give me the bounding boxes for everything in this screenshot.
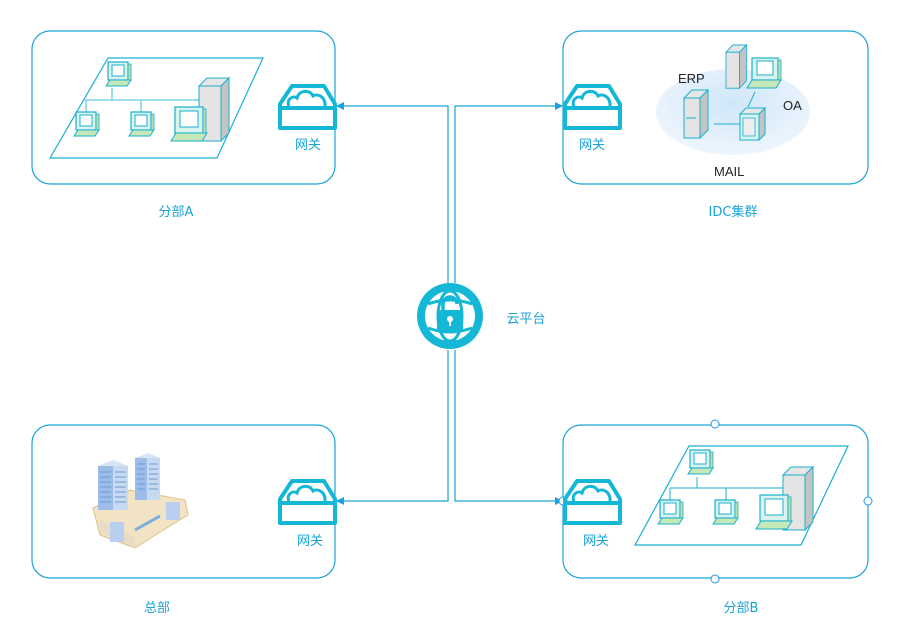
idc-gateway-icon[interactable] [563,84,622,130]
erp-server-label: ERP [678,71,705,86]
idc-gateway-label: 网关 [578,138,606,153]
branch-a-gateway-icon[interactable] [278,84,337,130]
edge-to-headquarters[interactable] [336,350,449,505]
resize-handle-top[interactable] [710,419,720,429]
branch-b-lan-icon [633,445,849,546]
idc-cluster-label: IDC集群 [708,205,758,220]
idc-server-cluster-icon [656,43,810,155]
branch-a-label: 分部A [158,205,194,220]
branch-b-label: 分部B [723,601,759,616]
mail-server-label: MAIL [714,164,745,179]
branch-a-gateway-label: 网关 [294,138,322,153]
headquarters-label: 总部 [143,601,171,616]
oa-server-label: OA [783,98,802,113]
edge-to-branch-b[interactable] [454,350,563,505]
headquarters-buildings-icon [92,453,189,549]
edge-to-branch-a[interactable] [336,102,449,283]
edge-to-idc-cluster[interactable] [454,102,563,283]
headquarters-gateway-label: 网关 [296,534,324,549]
resize-handle-bottom[interactable] [710,574,720,584]
branch-b-gateway-label: 网关 [582,534,610,549]
branch-b-gateway-icon[interactable] [563,479,622,525]
cloud-platform-label: 云平台 [506,312,546,327]
branch-a-lan-icon [48,57,264,159]
cloud-platform-icon[interactable] [417,283,483,349]
resize-handle-right[interactable] [863,496,873,506]
headquarters-gateway-icon[interactable] [278,479,337,525]
